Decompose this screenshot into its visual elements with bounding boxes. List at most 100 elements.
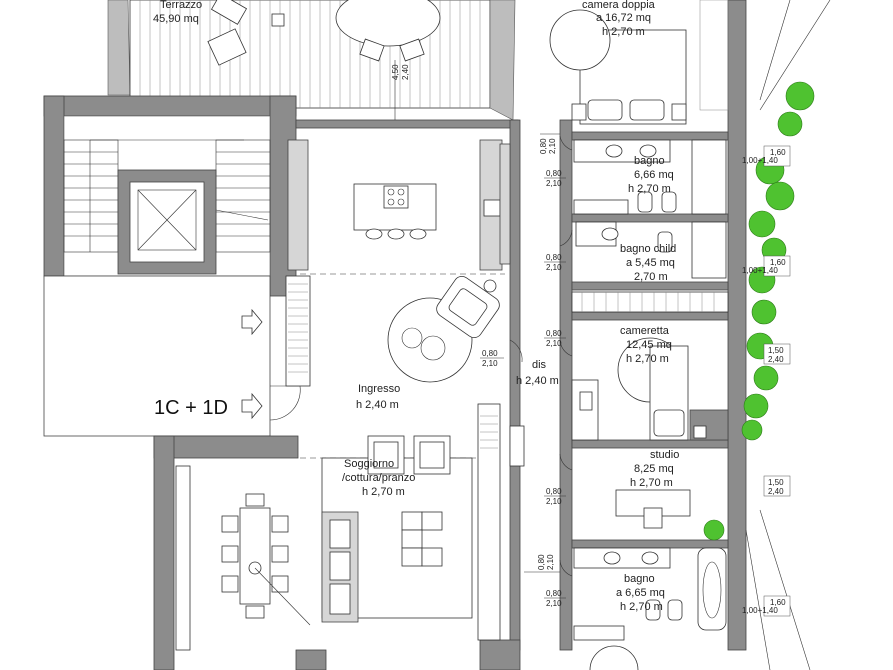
tv-unit [477, 403, 501, 641]
door-height: 2,10 [482, 359, 498, 368]
room-cameretta-name: cameretta [620, 325, 670, 337]
dining-table [239, 507, 271, 605]
entry-arrow-icon [241, 392, 263, 420]
terrace-table [335, 0, 441, 47]
window-width: 1,60 [770, 598, 786, 607]
window-height: 1,00+1,40 [742, 266, 778, 275]
room-cameretta-area: 12,45 mq [626, 339, 672, 351]
terrace-chair [359, 38, 385, 62]
room-studio-area: 8,25 mq [634, 463, 674, 475]
door-height: 2,10 [548, 138, 557, 154]
door-height: 2,10 [546, 339, 562, 348]
wardrobe [285, 275, 311, 387]
balcony [741, 0, 831, 670]
sink [641, 551, 659, 565]
door-width: 0,80 [546, 169, 562, 178]
door-width: 0,80 [539, 138, 548, 154]
window-terrace-width: 4,50 [391, 64, 400, 80]
toilet [645, 599, 661, 621]
door-swings [509, 135, 573, 577]
main-walls [153, 0, 747, 670]
small-bedroom [571, 337, 707, 441]
room-camera-doppia-name: camera doppia [582, 0, 656, 11]
room-cameretta-height: h 2,70 m [626, 353, 669, 365]
round-rug [549, 9, 611, 71]
window-width: 1,60 [770, 258, 786, 267]
terrace: Terrazzo 45,90 mq 4,50 2,40 [107, 0, 516, 122]
room-bagno1-name: bagno [634, 155, 665, 167]
unit-label: 1C + 1D [154, 397, 228, 419]
wardrobe [571, 291, 729, 313]
stairwell: 1C + 1D [43, 95, 301, 437]
door-width: 0,80 [546, 329, 562, 338]
room-bagno2-name: bagno [624, 573, 655, 585]
kitchen [287, 139, 511, 271]
door-height: 2,10 [546, 179, 562, 188]
wardrobe [509, 425, 525, 467]
double-bedroom [549, 0, 729, 125]
entry-door-swing [269, 385, 301, 421]
room-dis-height: h 2,40 m [516, 375, 559, 387]
room-dis-name: dis [532, 359, 547, 371]
sink [603, 551, 621, 565]
lounge-chair [210, 0, 248, 25]
study [615, 489, 725, 541]
toilet [637, 191, 653, 213]
door-width: 0,80 [537, 554, 546, 570]
side-table [271, 13, 285, 27]
plant [785, 81, 815, 111]
bidet [661, 191, 677, 213]
lounge-chair [207, 28, 247, 66]
sink [639, 144, 657, 158]
window-tags: 1,60 1,00+1,40 1,60 1,00+1,40 1,50 2,40 … [742, 145, 791, 617]
plant [741, 419, 763, 441]
door-width: 0,80 [482, 349, 498, 358]
window-terrace-height: 2,40 [401, 64, 410, 80]
bidet [667, 599, 683, 621]
room-camera-doppia-area: a 16,72 mq [596, 12, 651, 24]
room-studio-height: h 2,70 m [630, 477, 673, 489]
room-bagno1-height: h 2,70 m [628, 183, 671, 195]
sink [601, 227, 619, 241]
room-soggiorno-name: Soggiorno [344, 458, 394, 470]
plant [743, 393, 769, 419]
room-ingresso-name: Ingresso [358, 383, 400, 395]
plant [777, 111, 803, 137]
window-height: 1,00+1,40 [742, 156, 778, 165]
room-bagno1-area: 6,66 mq [634, 169, 674, 181]
room-bagno2-height: h 2,70 m [620, 601, 663, 613]
door-height: 2,10 [546, 599, 562, 608]
dining-furniture [175, 465, 311, 651]
window-width: 1,50 [768, 478, 784, 487]
room-bagno-child-area: a 5,45 mq [626, 257, 675, 269]
room-camera-doppia-height: h 2,70 m [602, 26, 645, 38]
window-width: 1,60 [770, 148, 786, 157]
window-height: 1,00+1,40 [742, 606, 778, 615]
toilet [657, 231, 673, 253]
shower [691, 221, 727, 279]
room-soggiorno-height: h 2,70 m [362, 486, 405, 498]
plant [703, 519, 725, 541]
terrace-chair [399, 38, 425, 62]
bathroom-1 [573, 139, 727, 215]
room-studio-name: studio [650, 449, 679, 461]
living-furniture [321, 435, 473, 623]
room-soggiorno-type: /cottura/pranzo [342, 472, 415, 484]
plant [765, 181, 795, 211]
door-height: 2,10 [546, 554, 555, 570]
plant [748, 210, 776, 238]
entry-arrow-icon [241, 308, 263, 336]
terrace-area: 45,90 mq [153, 13, 199, 25]
door-width: 0,80 [546, 253, 562, 262]
door-width: 0,80 [546, 589, 562, 598]
plant [753, 365, 779, 391]
bathroom-2 [573, 547, 727, 670]
elevator-shaft [129, 181, 205, 263]
shower [691, 139, 727, 215]
room-bagno-child-height: 2,70 m [634, 271, 668, 283]
window-height: 2,40 [768, 355, 784, 364]
room-bagno-child-name: bagno child [620, 243, 676, 255]
window-height: 2,40 [768, 487, 784, 496]
